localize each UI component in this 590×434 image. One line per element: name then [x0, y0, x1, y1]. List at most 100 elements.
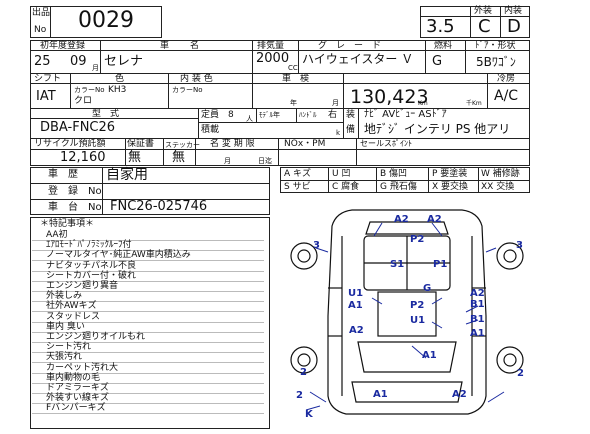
color: クロ: [74, 96, 93, 106]
capacity-label: 定員: [201, 110, 220, 120]
notes-rule: [32, 342, 264, 343]
color-no-label: カラーNo: [74, 86, 105, 94]
note-item: シート汚れ: [46, 342, 92, 353]
lot-number: 0029: [78, 8, 134, 33]
history-value: 自家用: [106, 167, 148, 183]
grade-label: グ レ ー ド: [318, 41, 382, 51]
damage-2-front: 2: [296, 390, 303, 401]
capacity: 8: [228, 110, 234, 120]
grade-interior: D: [507, 16, 521, 37]
wheel-front-right: [496, 242, 524, 270]
notes-title: ＊特記事項＊: [40, 219, 95, 229]
door-type: 5Bﾜｺﾞﾝ: [476, 55, 516, 69]
equip-top: ﾅﾋﾞ AVﾋﾞｭｰ ASﾄﾞｱ: [364, 109, 447, 120]
model: DBA-FNC26: [40, 120, 116, 135]
legend-w: W 補修跡: [481, 169, 520, 179]
chassis-number: FNC26-025746: [110, 199, 208, 214]
note-item: 外装すい線キズ: [46, 393, 110, 404]
notes-rule: [32, 291, 264, 292]
note-item: ドアミラーキズ: [46, 383, 109, 393]
car-name: セレナ: [104, 54, 144, 69]
note-item: シートカバー付・破れ: [46, 270, 137, 281]
notes-rule: [32, 362, 264, 364]
lot-label-top: 出品: [32, 8, 51, 18]
grade-name: ハイウェイスター Ｖ: [302, 52, 414, 66]
damage-a1-bottom: A1: [422, 350, 437, 361]
car-outline: [327, 209, 487, 415]
color-no: KH3: [108, 85, 127, 95]
damage-a2-roof-left: A2: [394, 214, 409, 225]
damage-3-top-left: 3: [313, 240, 320, 251]
legend-g: G 飛石傷: [380, 182, 417, 192]
km-unit: Km: [418, 100, 428, 107]
warranty-label: 保証書: [127, 139, 155, 149]
thousand-km-unit: 千Km: [466, 100, 482, 107]
sticker-label: ステッカー: [165, 141, 200, 149]
notes-rule: [32, 331, 264, 333]
reg-month-unit: 月: [92, 64, 99, 72]
reg-year: 25: [34, 54, 51, 69]
sales-label: セールスﾎﾟｲﾝﾄ: [360, 139, 412, 148]
history-box: [30, 167, 270, 215]
inspection-year-unit: 年: [290, 99, 297, 107]
damage-a2-left-2: A2: [349, 325, 364, 336]
note-item: Fバンパーキズ: [46, 403, 106, 414]
damage-a1-left: A1: [348, 300, 363, 311]
legend-x: X 要交換: [432, 182, 469, 192]
name-change-label: 名 変 期 限: [210, 139, 255, 149]
door-label: ﾄﾞｱ・形状: [475, 41, 516, 51]
inspection-label: 車 検: [282, 74, 310, 84]
damage-s1: S1: [390, 259, 405, 270]
ac-label: 冷房: [497, 74, 516, 84]
legend-c: C 腐食: [332, 182, 360, 192]
reg-month: 09: [70, 54, 87, 69]
damage-a2-right-1: A2: [470, 288, 485, 299]
note-item: カーペット汚れ大: [46, 362, 119, 373]
damage-3-top-right: 3: [516, 240, 523, 251]
nox-label: NOx・PM: [284, 139, 326, 149]
wheel-front-left: [290, 242, 318, 270]
handle-label: ﾊﾝﾄﾞﾙ: [299, 111, 317, 119]
displacement: 2000: [256, 51, 290, 66]
fee-label: リサイクル預託額: [34, 139, 106, 149]
reg-no-label: 登 録 No: [48, 186, 102, 197]
grade-interior-label: 内装: [504, 6, 523, 16]
color-label: 色: [115, 74, 125, 84]
model-label: 型 式: [92, 109, 120, 119]
notes-rule: [32, 393, 264, 394]
int-color-label: 内 装 色: [180, 74, 213, 84]
lot-label-bottom: No: [34, 25, 47, 35]
legend-a: A キズ: [284, 169, 312, 179]
grade-exterior: C: [478, 16, 491, 37]
damage-a2-roof-right: A2: [427, 214, 442, 225]
note-item: ナビタッチパネル不良: [46, 260, 137, 271]
shift: IAT: [36, 89, 56, 104]
note-item: エンジン廻りオイルもれ: [46, 332, 146, 342]
legend-xx: XX 交換: [481, 182, 515, 192]
equip-label-bottom: 備: [346, 125, 356, 135]
notes-rule: [32, 372, 264, 374]
damage-a1-bottom-left: A1: [373, 389, 388, 400]
history-label: 車 歴: [48, 169, 78, 180]
fuel-label: 燃料: [434, 41, 453, 51]
damage-u1-mid: U1: [410, 315, 426, 326]
wheel-rear-right: [496, 346, 524, 374]
warranty: 無: [128, 150, 142, 165]
ac: A/C: [494, 88, 519, 104]
damage-k: K: [305, 409, 313, 420]
fee: 12,160: [60, 150, 106, 165]
damage-p1: P1: [433, 259, 448, 270]
legend-b: B 傷凹: [380, 169, 408, 179]
notes-box: [30, 217, 270, 429]
legend-s: S サビ: [284, 182, 311, 192]
reg-label: 初年度登録: [40, 41, 86, 51]
note-item: ｴｱﾛﾓｰﾄﾞﾊﾟﾉﾗﾐｯｸﾙｰﾌ付: [46, 240, 132, 251]
sticker: 無: [172, 150, 186, 165]
disp-label: 排気量: [257, 41, 285, 51]
notes-rule: [32, 301, 264, 303]
cc-unit: CC: [288, 64, 298, 72]
deadline-day-unit: 日迄: [258, 157, 272, 165]
notes-rule: [32, 260, 264, 262]
notes-rule: [32, 240, 264, 241]
notes-rule: [32, 270, 264, 272]
